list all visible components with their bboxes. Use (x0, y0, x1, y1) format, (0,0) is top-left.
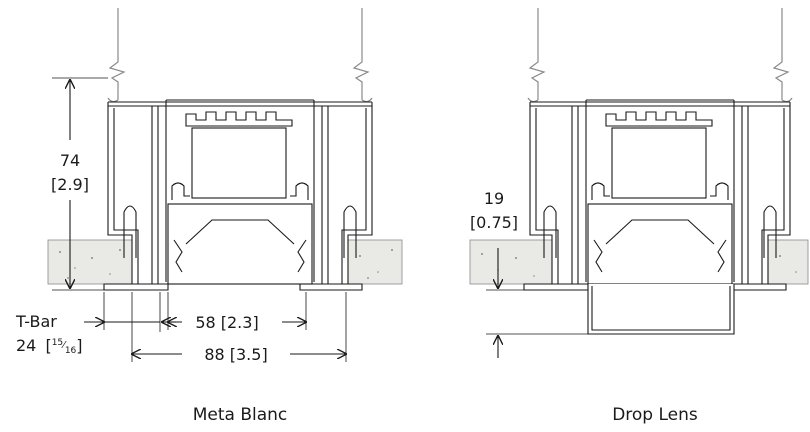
tbar-flange-left-2 (523, 283, 589, 291)
housing-inner-right-2 (741, 106, 785, 284)
clip-right-2 (710, 182, 729, 200)
clip-left (171, 182, 190, 200)
drop-dim-in: [0.75] (470, 213, 518, 232)
ceiling-tile-right (347, 239, 403, 285)
tbar-hanger-right (343, 205, 357, 258)
heatsink-profile-2 (605, 111, 713, 127)
caption-meta-blanc: Meta Blanc (193, 405, 288, 425)
ceiling-texture (59, 249, 393, 279)
optic-chamber-2 (587, 203, 733, 285)
tbar-flange-right-2 (729, 283, 787, 291)
drop-lens-figure: 19 [0.75] Drop Lens (469, 8, 809, 425)
suspension-wire-right (352, 8, 373, 103)
lens-clip-right-2 (717, 239, 727, 273)
ceiling-tile-left-2 (469, 239, 553, 285)
housing-inner-right (321, 106, 367, 284)
driver-box-2 (611, 127, 707, 199)
ext-lines-horizontal-dims (103, 292, 347, 362)
lens-clip-left-2 (593, 239, 603, 273)
height-dim-mm: 74 (60, 151, 80, 170)
housing-inner-left-2 (535, 106, 579, 284)
heatsink-profile (185, 111, 293, 127)
drop-lens (587, 284, 735, 335)
tbar-flange-left (103, 283, 169, 291)
aperture-dim-label: 58 [2.3] (195, 313, 258, 332)
overall-dim-label: 88 [3.5] (204, 345, 267, 364)
reflector (185, 219, 295, 245)
driver-box (191, 127, 287, 199)
tbar-flange-right (299, 283, 363, 291)
meta-blanc-figure: 74 [2.9] T-Bar 24 [15⁄16] 58 [2.3] 88 [3… (15, 8, 403, 425)
housing-outer-2 (529, 101, 791, 284)
suspension-wire-left-2 (527, 8, 546, 103)
caption-drop-lens: Drop Lens (612, 405, 698, 425)
tbar-hanger-right-2 (763, 205, 777, 258)
lens-clip-right (297, 239, 307, 273)
tbar-hanger-left (123, 205, 137, 258)
tbar-dim-label: T-Bar (15, 312, 57, 331)
clip-left-2 (591, 182, 610, 200)
ceiling-tile-right-2 (767, 239, 809, 285)
optic-chamber (167, 203, 313, 285)
housing-outer (107, 101, 373, 284)
inner-frame (165, 99, 315, 282)
suspension-wire-right-2 (772, 8, 793, 103)
inner-frame-2 (585, 99, 735, 282)
tbar-dim-value: 24 [15⁄16] (16, 336, 83, 356)
clip-right (290, 182, 309, 200)
height-dim-in: [2.9] (51, 175, 89, 194)
lens-clip-left (173, 239, 183, 273)
drop-dim-mm: 19 (484, 189, 504, 208)
tbar-hanger-left-2 (543, 205, 557, 258)
ceiling-tile-left (47, 239, 133, 285)
housing-inner-left (113, 106, 159, 284)
reflector-2 (605, 219, 715, 245)
suspension-wire-left (107, 8, 126, 103)
